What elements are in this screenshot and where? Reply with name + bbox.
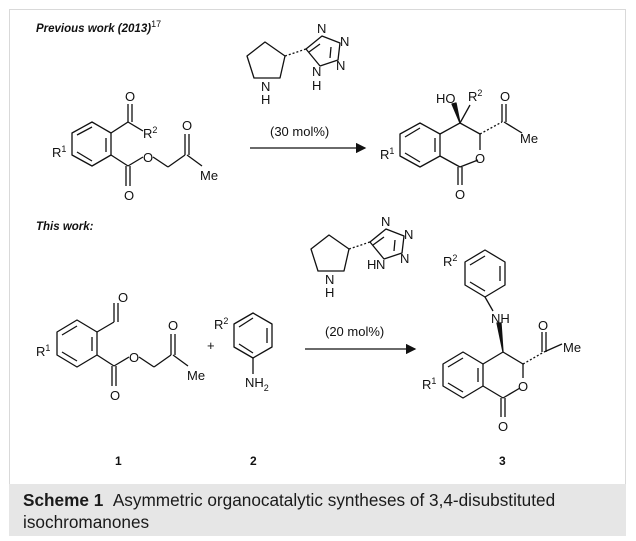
product-3-benzene-ring [442, 351, 484, 399]
top-reactant-me: Me [200, 168, 218, 183]
product-3-carbonyl-o: O [498, 419, 508, 434]
reactant-1-carbonyl-o: O [110, 388, 120, 403]
top-product-ketone-o: O [500, 89, 510, 104]
compound-label-2: 2 [250, 454, 257, 468]
top-catalyst-tetrazole-h: H [312, 78, 321, 93]
product-3-nh: NH [491, 311, 510, 326]
top-reactant-carbonyl-o: O [124, 188, 134, 203]
top-reactant-ketone-o: O [125, 89, 135, 104]
top-product-r2: R2 [468, 88, 482, 104]
top-catalyst-loading: (30 mol%) [270, 124, 329, 139]
reactant-1-aldehyde-o: O [118, 290, 128, 305]
compound-label-1: 1 [115, 454, 122, 468]
previous-work-header: Previous work (2013)17 [36, 19, 161, 35]
product-3-aryl-ring [464, 249, 506, 298]
top-product-carbonyl-o: O [455, 187, 465, 202]
top-product-benzene-ring [399, 122, 441, 168]
top-catalyst-tetrazole-n1: N [317, 21, 326, 36]
reactant-2-r2: R2 [214, 316, 228, 332]
bottom-catalyst-pyrrolidine-n: N [325, 272, 334, 287]
scheme-caption: Scheme 1 Asymmetric organocatalytic synt… [9, 484, 626, 536]
this-work-header: This work: [36, 221, 94, 233]
top-product-r1: R1 [380, 146, 394, 162]
top-catalyst-tetrazole-n2: N [340, 34, 349, 49]
top-reactant-benzene-ring [71, 121, 112, 167]
top-catalyst-pyrrolidine-n: N [261, 79, 270, 94]
reactant-2-benzene-ring [233, 312, 273, 359]
caption-label: Scheme 1 [23, 490, 104, 510]
compound-label-3: 3 [499, 454, 506, 468]
reactant-1-r1: R1 [36, 343, 50, 359]
caption-text: Asymmetric organocatalytic syntheses of … [23, 490, 556, 532]
top-reactant-r2: R2 [143, 125, 157, 141]
reactant-2-nh2: NH2 [245, 375, 269, 393]
bottom-catalyst-tetrazole-n3: N [400, 251, 409, 266]
bottom-catalyst-loading: (20 mol%) [325, 324, 384, 339]
bottom-catalyst-tetrazole-n1: N [381, 214, 390, 229]
plus-sign: + [207, 338, 215, 353]
bottom-catalyst [310, 228, 405, 272]
product-3-r2: R2 [443, 253, 457, 269]
reactant-1-benzene-ring [56, 319, 98, 368]
top-catalyst [246, 35, 341, 79]
product-3-ring-o: O [518, 379, 528, 394]
product-3-ketone-o: O [538, 318, 548, 333]
top-catalyst-tetrazole-n3: N [336, 58, 345, 73]
reactant-1-me: Me [187, 368, 205, 383]
bottom-catalyst-pyrrolidine-h: H [325, 285, 334, 300]
reaction-scheme: Previous work (2013)17 This work: O R2 R… [36, 19, 581, 468]
reactant-1-ester-o: O [129, 350, 139, 365]
top-reactant-r1: R1 [52, 144, 66, 160]
bottom-catalyst-tetrazole-n2: N [404, 227, 413, 242]
scheme-panel [9, 9, 626, 484]
top-catalyst-pyrrolidine-h: H [261, 92, 270, 107]
top-product-ring-o: O [475, 151, 485, 166]
reactant-1-ketone-o: O [168, 318, 178, 333]
bottom-catalyst-tetrazole-h: H [367, 257, 376, 272]
top-reactant-ketone2-o: O [182, 118, 192, 133]
product-3-r1: R1 [422, 376, 436, 392]
top-product-me: Me [520, 131, 538, 146]
bottom-catalyst-tetrazole-n4: N [376, 257, 385, 272]
product-3-me: Me [563, 340, 581, 355]
top-product-ho: HO [436, 91, 456, 106]
top-catalyst-tetrazole-n4: N [312, 64, 321, 79]
top-reactant-ester-o: O [143, 150, 153, 165]
